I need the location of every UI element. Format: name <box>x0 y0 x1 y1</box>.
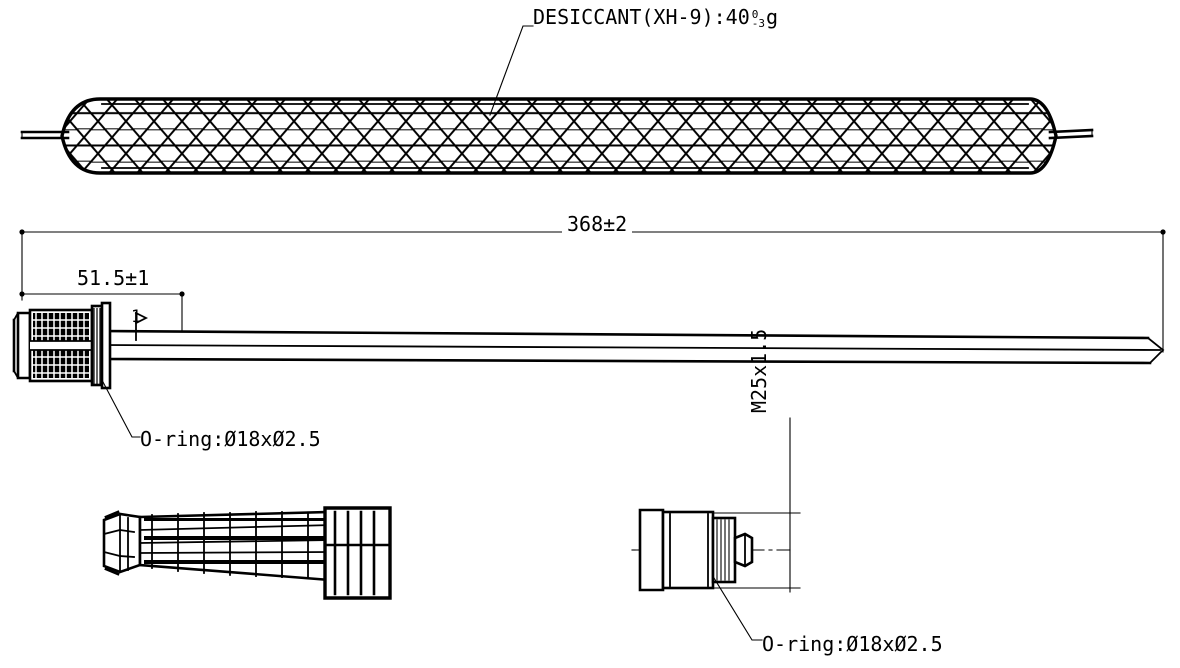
desiccant-unit: g <box>766 5 779 29</box>
thread-spec-label: M25x1.5 <box>747 328 771 413</box>
sleeve-left-tail <box>20 130 70 140</box>
filter-core-isometric-detail <box>102 506 392 600</box>
filter-tube-body <box>98 329 1165 365</box>
thread-spec-dimension <box>712 417 801 593</box>
desiccant-tolerance-upper: 0 <box>751 7 759 21</box>
fitting-barrel <box>661 510 715 590</box>
sleeve-outline <box>60 97 1058 175</box>
fitting-thread-ring <box>711 516 737 584</box>
oring-label-bottom: O-ring:Ø18xØ2.5 <box>762 632 943 656</box>
core-ribbed-barrel <box>138 510 333 582</box>
filter-drier-assembly-view <box>12 229 1166 438</box>
detail-marker-label: 1 <box>131 307 142 327</box>
fitting-nose <box>733 532 754 568</box>
fitting-length-label: 51.5±1 <box>72 266 155 290</box>
threaded-fitting-detail <box>631 417 801 641</box>
desiccant-tolerance-lower: -3 <box>751 16 765 30</box>
detail-marker-1 <box>134 311 149 341</box>
overall-length-label: 368±2 <box>562 212 633 236</box>
desiccant-label: DESICCANT(XH-9):40 <box>533 5 750 29</box>
oring-label-top: O-ring:Ø18xØ2.5 <box>140 427 321 451</box>
oring-leader-line-top <box>102 381 141 438</box>
desiccant-note: DESICCANT(XH-9):40 0 -3 g <box>533 5 778 29</box>
oring-leader-line-bottom <box>713 577 763 641</box>
thread-hatching <box>33 313 89 378</box>
threaded-fitting-left <box>12 301 112 390</box>
fitting-flange <box>638 508 665 592</box>
core-finned-endcap <box>323 506 392 600</box>
fitting-length-dimension <box>19 291 185 331</box>
desiccant-leader-line <box>489 25 534 116</box>
core-left-endcap <box>102 510 142 576</box>
honeycomb-mesh-fill <box>62 99 1056 173</box>
desiccant-mesh-sleeve-view <box>20 97 1094 175</box>
desiccant-tolerance-stack: 0 -3 <box>751 7 765 30</box>
